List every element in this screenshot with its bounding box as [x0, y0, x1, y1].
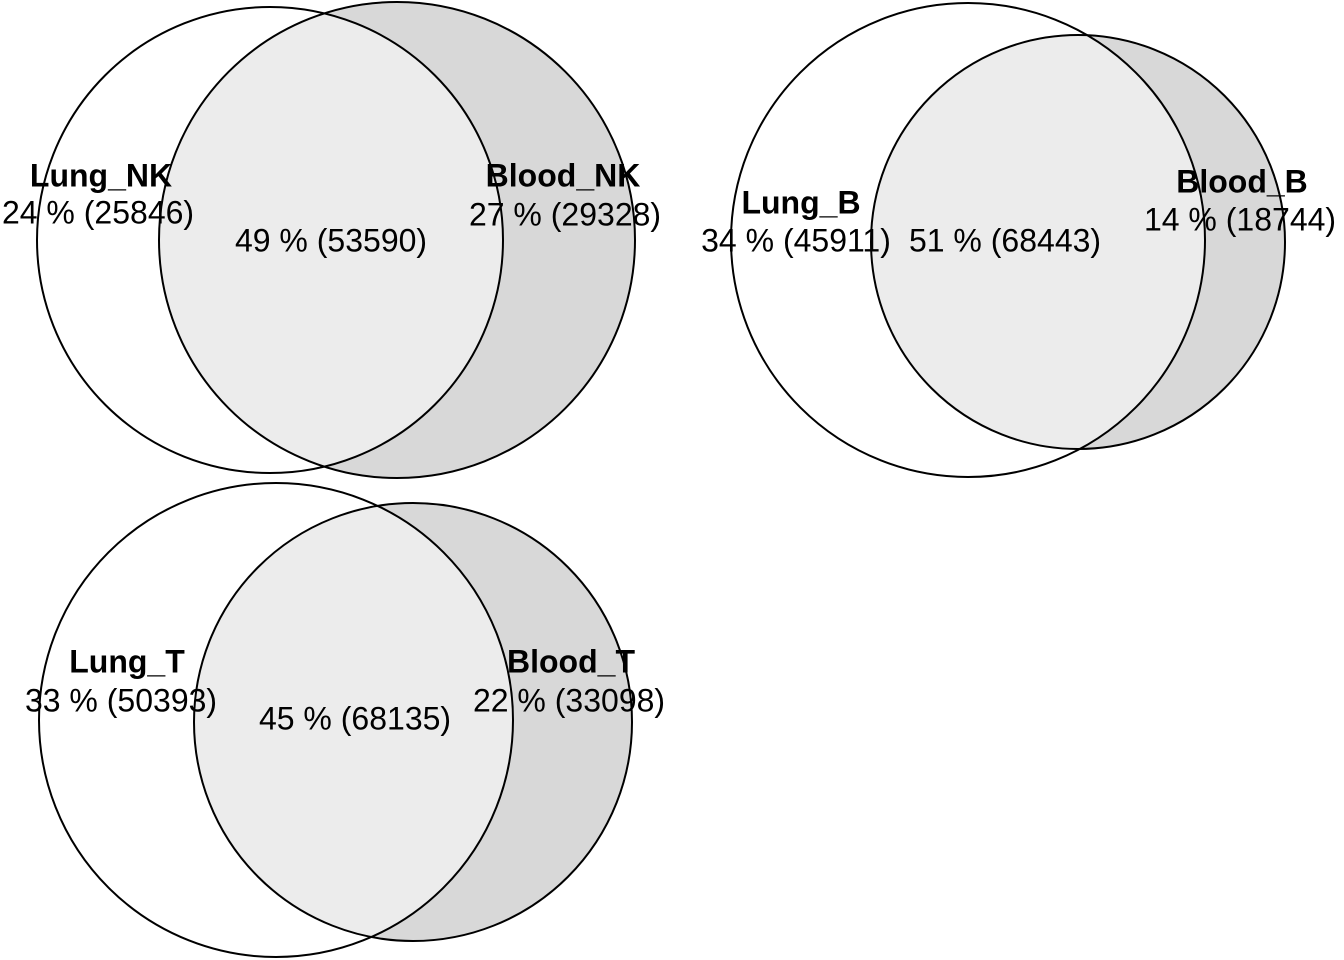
t-intersection-value: 45 % (68135)	[258, 700, 452, 737]
lung-nk-value: 24 % (25846)	[1, 194, 195, 231]
blood-t-value: 22 % (33098)	[472, 682, 666, 719]
venn-nk	[36, 1, 636, 479]
lung-b-circle-outline	[730, 2, 1206, 478]
blood-b-circle-outline	[870, 34, 1286, 450]
b-intersection-value: 51 % (68443)	[908, 222, 1102, 259]
lung-t-value: 33 % (50393)	[24, 682, 218, 719]
lung-nk-title: Lung_NK	[29, 157, 173, 194]
blood-b-title: Blood_B	[1176, 163, 1308, 200]
lung-nk-circle-outline	[36, 6, 504, 474]
blood-nk-circle-outline	[158, 1, 636, 479]
venn-b	[730, 2, 1286, 478]
blood-nk-value: 27 % (29328)	[468, 196, 662, 233]
lung-t-title: Lung_T	[69, 643, 185, 680]
t-intersection-fill	[194, 503, 513, 941]
lung-b-value: 34 % (45911)	[701, 222, 891, 259]
blood-nk-title: Blood_NK	[485, 157, 641, 194]
blood-t-circle-outline	[193, 502, 633, 942]
lung-b-title: Lung_B	[741, 184, 861, 221]
blood-t-title: Blood_T	[507, 643, 635, 680]
nk-intersection-value: 49 % (53590)	[234, 222, 428, 259]
venn-t	[38, 482, 633, 958]
blood-b-value: 14 % (18744)	[1143, 201, 1337, 238]
lung-t-circle-outline	[38, 482, 514, 958]
nk-intersection-fill	[159, 7, 503, 473]
